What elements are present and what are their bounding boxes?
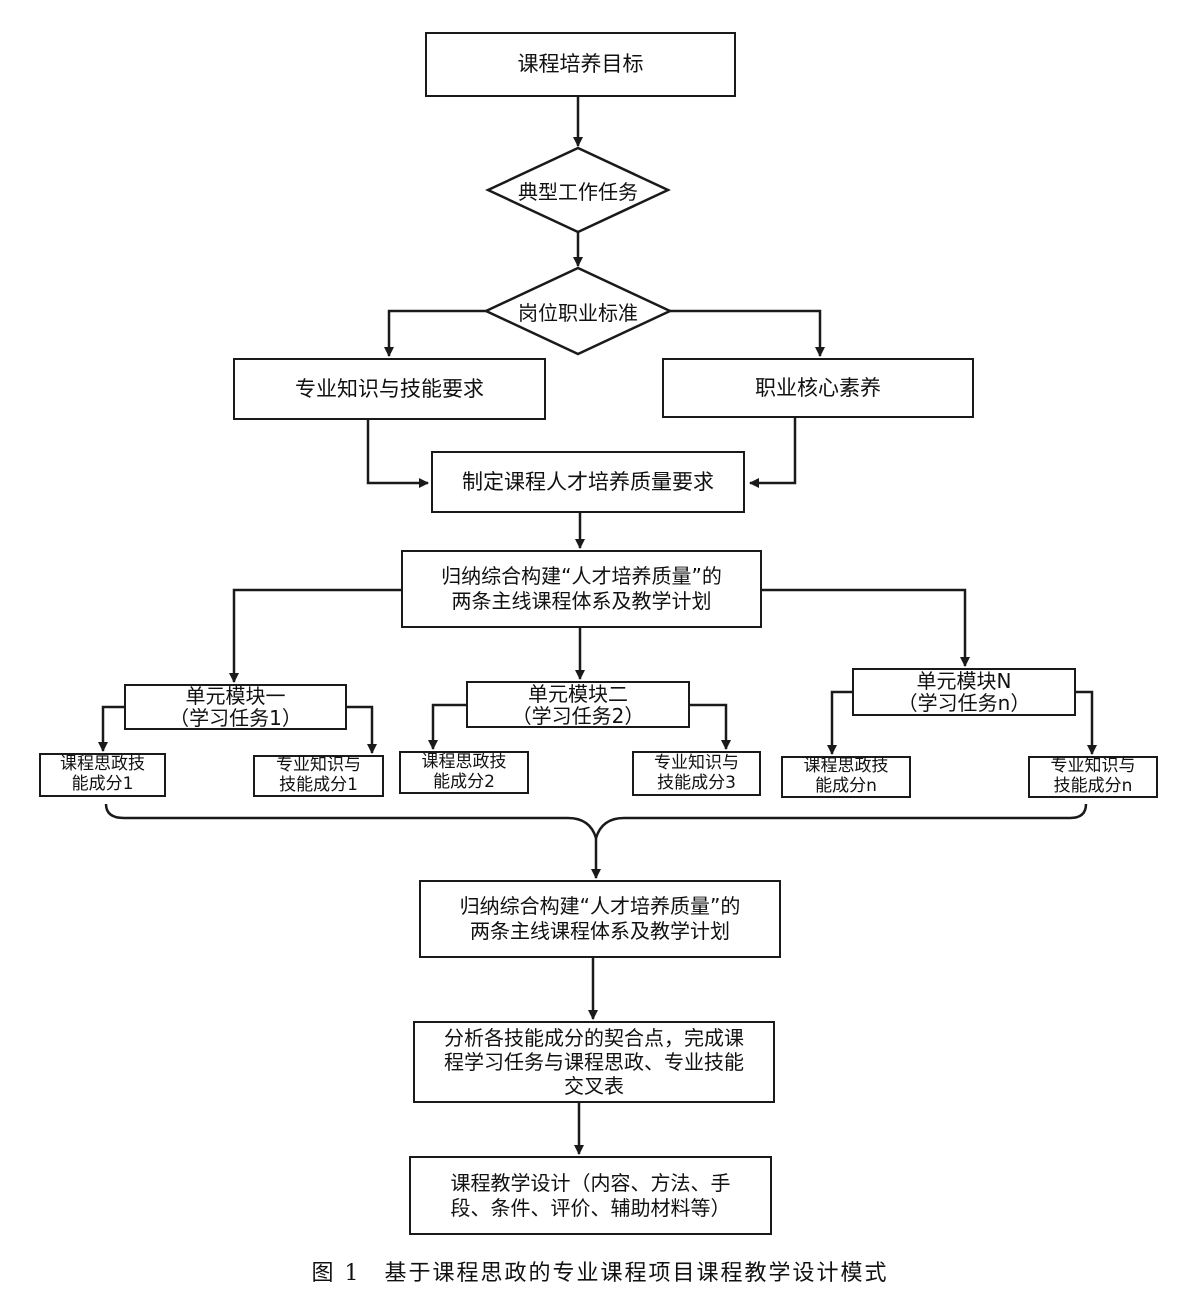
goal-box: 课程培养目标 — [425, 32, 736, 97]
mN-right-line1: 专业知识与 — [1050, 756, 1136, 777]
mN-left-line2: 能成分n — [815, 776, 877, 796]
analysis-line1: 分析各技能成分的契合点，完成课 — [444, 1026, 744, 1050]
system-bottom-box: 归纳综合构建“人才培养质量”的 两条主线课程体系及教学计划 — [419, 880, 781, 958]
moduleN-line1: 单元模块N — [916, 669, 1012, 693]
arrow-module1-right — [347, 705, 377, 754]
typical-task-label: 典型工作任务 — [498, 170, 658, 210]
module2-line2: （学习任务2） — [511, 703, 645, 728]
m2-right-box: 专业知识与 技能成分3 — [632, 751, 761, 796]
m1-right-line1: 专业知识与 — [276, 755, 361, 776]
figure-caption: 图 1 基于课程思政的专业课程项目课程教学设计模式 — [311, 1261, 889, 1286]
module2-line1: 单元模块二 — [528, 681, 628, 706]
post-standard-text: 岗位职业标准 — [518, 300, 638, 325]
arrow-literacy-to-quality — [749, 418, 797, 488]
arrow-knowledge-to-quality — [366, 420, 429, 488]
arrow-standard-to-literacy — [670, 309, 825, 357]
mN-right-line2: 技能成分n — [1053, 776, 1133, 796]
brace — [104, 803, 1088, 843]
module1-box: 单元模块一 （学习任务1） — [124, 684, 347, 730]
core-literacy-text: 职业核心素养 — [755, 375, 881, 400]
design-box: 课程教学设计（内容、方法、手 段、条件、评价、辅助材料等） — [409, 1156, 772, 1235]
analysis-line3: 交叉表 — [564, 1074, 624, 1098]
arrow-system-to-module1 — [229, 588, 401, 683]
mN-left-box: 课程思政技 能成分n — [781, 756, 911, 798]
m1-right-box: 专业知识与 技能成分1 — [253, 755, 384, 797]
arrow-module2-right — [690, 703, 731, 750]
mN-left-line1: 课程思政技 — [803, 756, 889, 777]
module1-line1: 单元模块一 — [185, 684, 286, 708]
arrow-moduleN-left — [827, 690, 852, 755]
mN-right-box: 专业知识与 技能成分n — [1028, 756, 1158, 798]
analysis-line2: 程学习任务与课程思政、专业技能 — [444, 1050, 744, 1074]
arrow-module1-left — [98, 705, 124, 752]
design-line1: 课程教学设计（内容、方法、手 — [450, 1170, 731, 1195]
system-bottom-line1: 归纳综合构建“人才培养质量”的 — [459, 894, 741, 918]
system-top-box: 归纳综合构建“人才培养质量”的 两条主线课程体系及教学计划 — [401, 550, 762, 628]
system-top-line2: 两条主线课程体系及教学计划 — [451, 589, 712, 613]
moduleN-box: 单元模块N （学习任务n） — [852, 668, 1076, 716]
m2-left-line1: 课程思政技 — [421, 751, 507, 772]
m1-left-box: 课程思政技 能成分1 — [39, 753, 166, 797]
m2-right-line2: 技能成分3 — [657, 772, 736, 793]
moduleN-line2: （学习任务n） — [897, 691, 1031, 715]
m2-left-line2: 能成分2 — [433, 771, 495, 792]
quality-req-box: 制定课程人才培养质量要求 — [431, 451, 745, 513]
diamond-post-standard — [483, 266, 673, 356]
m1-left-line1: 课程思政技 — [60, 754, 145, 775]
m2-left-box: 课程思政技 能成分2 — [399, 751, 529, 794]
design-line2: 段、条件、评价、辅助材料等） — [450, 1195, 731, 1220]
arrow-module2-left — [428, 703, 466, 750]
core-literacy-box: 职业核心素养 — [662, 358, 974, 418]
arrow-system-to-moduleN — [762, 588, 970, 667]
system-bottom-line2: 两条主线课程体系及教学计划 — [470, 919, 730, 943]
quality-req-text: 制定课程人才培养质量要求 — [462, 469, 714, 494]
analysis-box: 分析各技能成分的契合点，完成课 程学习任务与课程思政、专业技能 交叉表 — [413, 1021, 775, 1103]
knowledge-req-text: 专业知识与技能要求 — [295, 376, 484, 401]
m2-right-line1: 专业知识与 — [654, 752, 739, 773]
typical-task-text: 典型工作任务 — [518, 179, 638, 204]
m1-left-line2: 能成分1 — [71, 774, 134, 794]
module2-box: 单元模块二 （学习任务2） — [466, 681, 690, 728]
knowledge-req-box: 专业知识与技能要求 — [233, 358, 546, 420]
module1-line2: （学习任务1） — [169, 706, 302, 730]
arrow-moduleN-right — [1076, 690, 1097, 755]
post-standard-label: 岗位职业标准 — [496, 291, 660, 331]
arrow-standard-to-knowledge — [384, 309, 486, 357]
system-top-line1: 归纳综合构建“人才培养质量”的 — [441, 564, 722, 588]
goal-text: 课程培养目标 — [517, 52, 644, 77]
m1-right-line2: 技能成分1 — [279, 775, 358, 795]
